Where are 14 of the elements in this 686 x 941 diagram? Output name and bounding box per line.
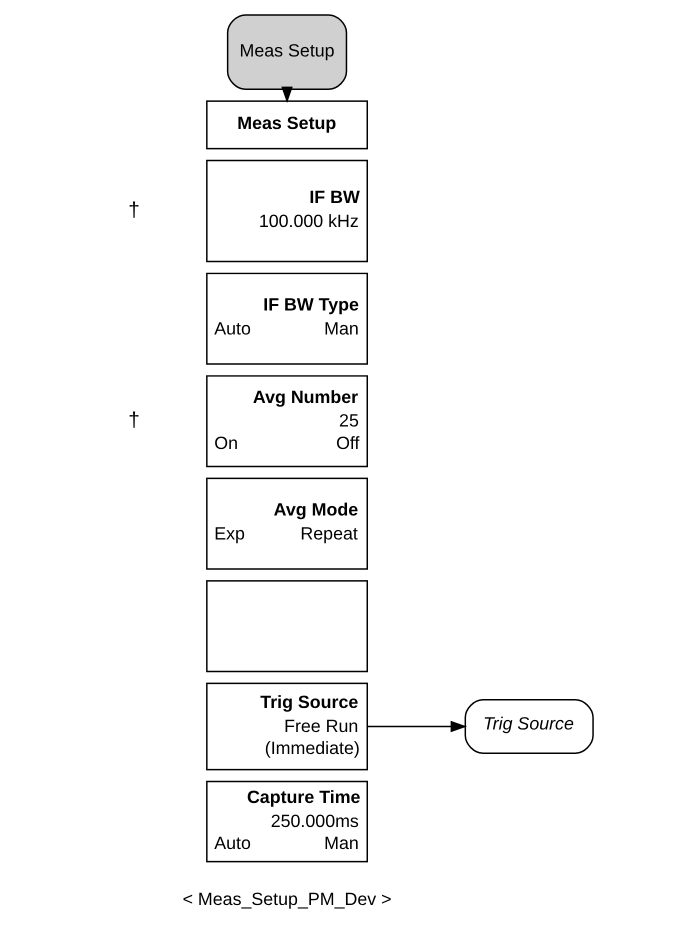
node-label: † <box>128 408 140 432</box>
node-box: Meas Setup <box>206 100 368 149</box>
label: < Meas_Setup_PM_Dev > <box>182 888 392 908</box>
node-box: IF BW 100.000 kHz <box>206 159 368 262</box>
node-box: IF BW Type Auto Man <box>206 272 368 364</box>
arrow <box>366 720 466 732</box>
node-box <box>206 580 368 672</box>
arrow <box>280 86 292 102</box>
node-label: † <box>128 198 140 222</box>
node-box: Capture Time 250.000ms Auto Man <box>206 780 368 862</box>
node-box: Trig Source <box>464 698 594 754</box>
node-box: Avg Mode Exp Repeat <box>206 477 368 570</box>
node-box: Trig Source Free Run (Immediate) <box>206 682 368 770</box>
node-box: Avg Number 25 On Off <box>206 374 368 467</box>
